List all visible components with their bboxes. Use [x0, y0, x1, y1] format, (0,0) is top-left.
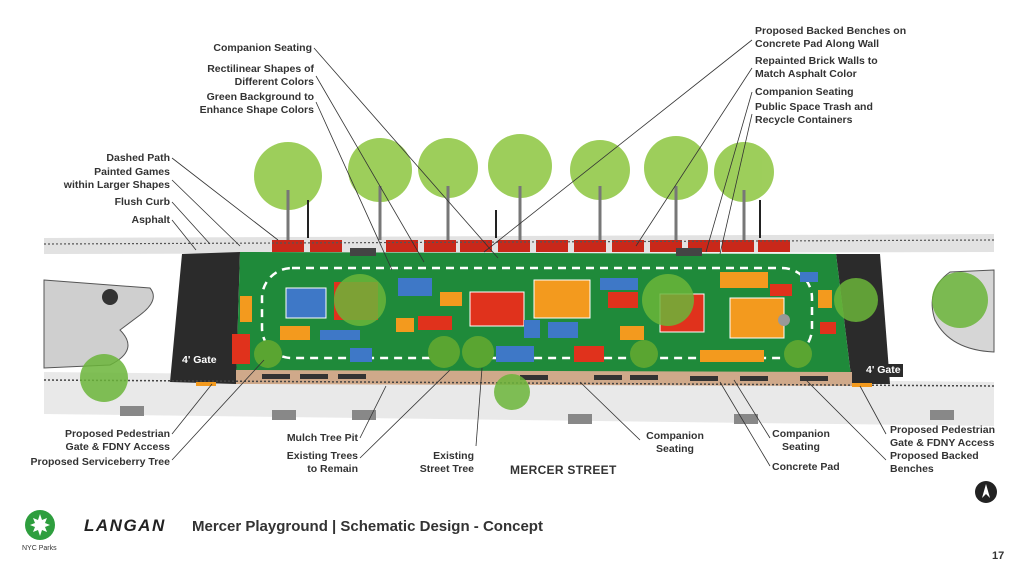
label-dashed-path: Dashed Path	[106, 152, 170, 164]
site-plan-diagram	[43, 39, 995, 467]
street-name: MERCER STREET	[510, 463, 617, 477]
asphalt-left	[170, 252, 240, 384]
gate-left-marker	[196, 382, 216, 386]
label-gate-left: 4' Gate	[180, 354, 219, 367]
companion-seating-north	[350, 248, 702, 256]
label-proposed-backed-benches-wall: Proposed Backed Benches on Concrete Pad …	[755, 25, 907, 50]
label-companion-seating-b1: Companion Seating	[646, 430, 704, 455]
page-number: 17	[992, 550, 1005, 562]
tree-trunks	[286, 186, 746, 240]
label-flush-curb: Flush Curb	[114, 196, 170, 208]
lamp-posts	[307, 200, 761, 238]
label-companion-seating-b2: Companion Seating	[772, 428, 830, 453]
label-companion-seating-top: Companion Seating	[213, 42, 312, 54]
trees-interior	[80, 272, 988, 410]
label-existing-trees: Existing Trees to Remain	[286, 450, 358, 475]
north-arrow-icon	[975, 481, 997, 503]
label-repainted-brick-walls: Repainted Brick Walls to Match Asphalt C…	[755, 55, 878, 80]
label-rectilinear-shapes: Rectilinear Shapes of Different Colors	[207, 63, 314, 88]
benches-south	[262, 374, 828, 381]
dashed-path	[260, 266, 814, 360]
label-trash-recycle: Public Space Trash and Recycle Container…	[755, 101, 873, 126]
shrubs-south	[254, 336, 812, 368]
nyc-parks-text: NYC Parks	[22, 545, 57, 552]
nyc-parks-leaf-icon	[25, 510, 55, 540]
label-serviceberry: Proposed Serviceberry Tree	[30, 456, 171, 468]
label-green-background: Green Background to Enhance Shape Colors	[199, 91, 314, 116]
label-ped-gate-right: Proposed Pedestrian Gate & FDNY Access	[890, 424, 996, 449]
street-furniture	[120, 406, 954, 424]
trees-north	[254, 134, 774, 210]
label-concrete-pad: Concrete Pad	[772, 461, 840, 473]
label-gate-right: 4' Gate	[864, 364, 903, 377]
company-logo: LANGAN	[84, 516, 166, 535]
label-backed-benches: Proposed Backed Benches	[890, 450, 979, 475]
west-fountain	[102, 289, 118, 305]
label-companion-seating-right: Companion Seating	[755, 86, 854, 98]
page-title: Mercer Playground | Schematic Design - C…	[192, 518, 543, 535]
label-painted-games: Painted Games within Larger Shapes	[63, 166, 170, 191]
label-ped-gate-left: Proposed Pedestrian Gate & FDNY Access	[64, 428, 170, 453]
label-existing-street-tree: Existing Street Tree	[419, 450, 474, 475]
gate-right-marker	[852, 383, 872, 387]
leader-lines	[171, 39, 887, 467]
label-mulch-pit: Mulch Tree Pit	[286, 432, 358, 444]
label-asphalt: Asphalt	[131, 214, 170, 226]
